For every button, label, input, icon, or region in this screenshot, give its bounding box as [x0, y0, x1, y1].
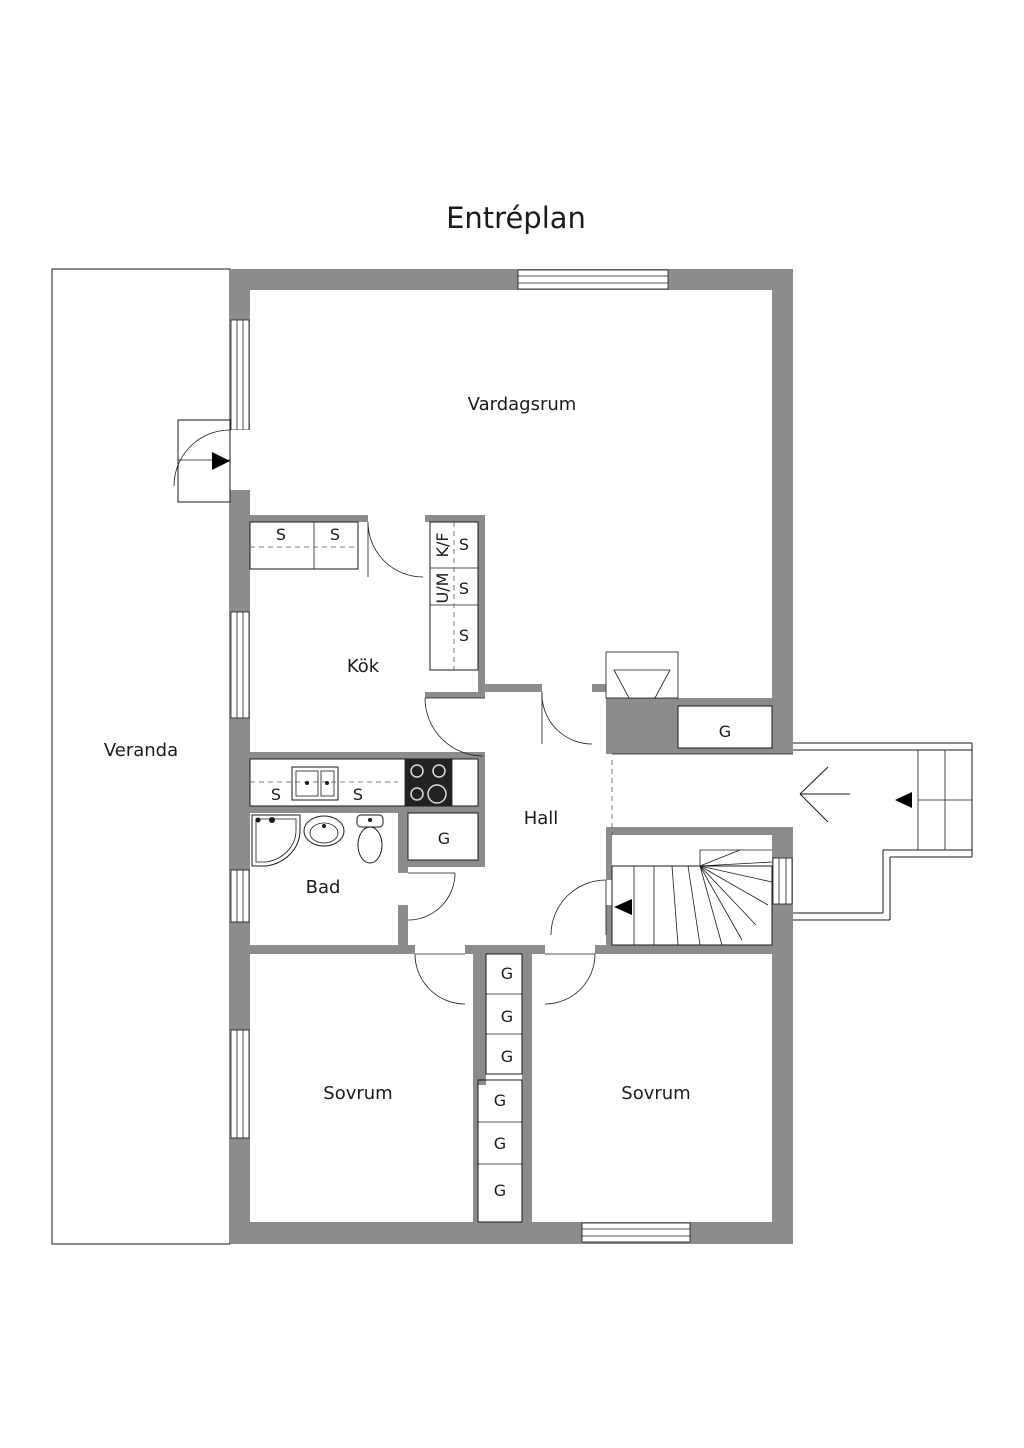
- plan-title: Entréplan: [446, 201, 586, 235]
- storage-label: S: [459, 579, 469, 598]
- storage-label: S: [459, 626, 469, 645]
- wardrobe-label: G: [501, 1007, 513, 1026]
- room-label-veranda: Veranda: [104, 740, 178, 761]
- veranda-door: [173, 419, 252, 503]
- fridge-label: K/F: [433, 532, 452, 557]
- wardrobe-label: G: [494, 1091, 506, 1110]
- stairs-arrow-icon: [895, 792, 912, 808]
- bath-fixtures: [251, 814, 384, 867]
- wardrobe-label: G: [494, 1181, 506, 1200]
- wardrobe-label: G: [501, 964, 513, 983]
- storage-label: S: [330, 525, 340, 544]
- room-label-bad: Bad: [306, 877, 341, 898]
- wardrobe-label: G: [501, 1047, 513, 1066]
- entrance-arrow-icon: [799, 766, 850, 823]
- wardrobe-label: G: [719, 722, 731, 741]
- cellar-arrow-icon: [614, 899, 632, 915]
- storage-label: S: [271, 785, 281, 804]
- dishwasher-label: U/M: [433, 573, 452, 604]
- wardrobes: [407, 705, 773, 1223]
- wardrobe-label: G: [438, 829, 450, 848]
- room-label-sovrum: Sovrum: [621, 1083, 690, 1104]
- room-label-sovrum: Sovrum: [323, 1083, 392, 1104]
- doors: [367, 521, 632, 1005]
- windows: [230, 269, 793, 1243]
- room-label-kok: Kök: [347, 656, 380, 677]
- room-label-vardagsrum: Vardagsrum: [468, 394, 577, 415]
- front-entrance: [611, 742, 973, 921]
- storage-label: S: [276, 525, 286, 544]
- storage-label: S: [353, 785, 363, 804]
- wardrobe-label: G: [494, 1134, 506, 1153]
- staircase: [611, 849, 773, 946]
- kitchen-fixtures: [249, 521, 479, 807]
- fireplace: [605, 651, 679, 699]
- entry-arrow-icon: [212, 452, 230, 470]
- storage-label: S: [459, 535, 469, 554]
- room-label-hall: Hall: [524, 808, 559, 829]
